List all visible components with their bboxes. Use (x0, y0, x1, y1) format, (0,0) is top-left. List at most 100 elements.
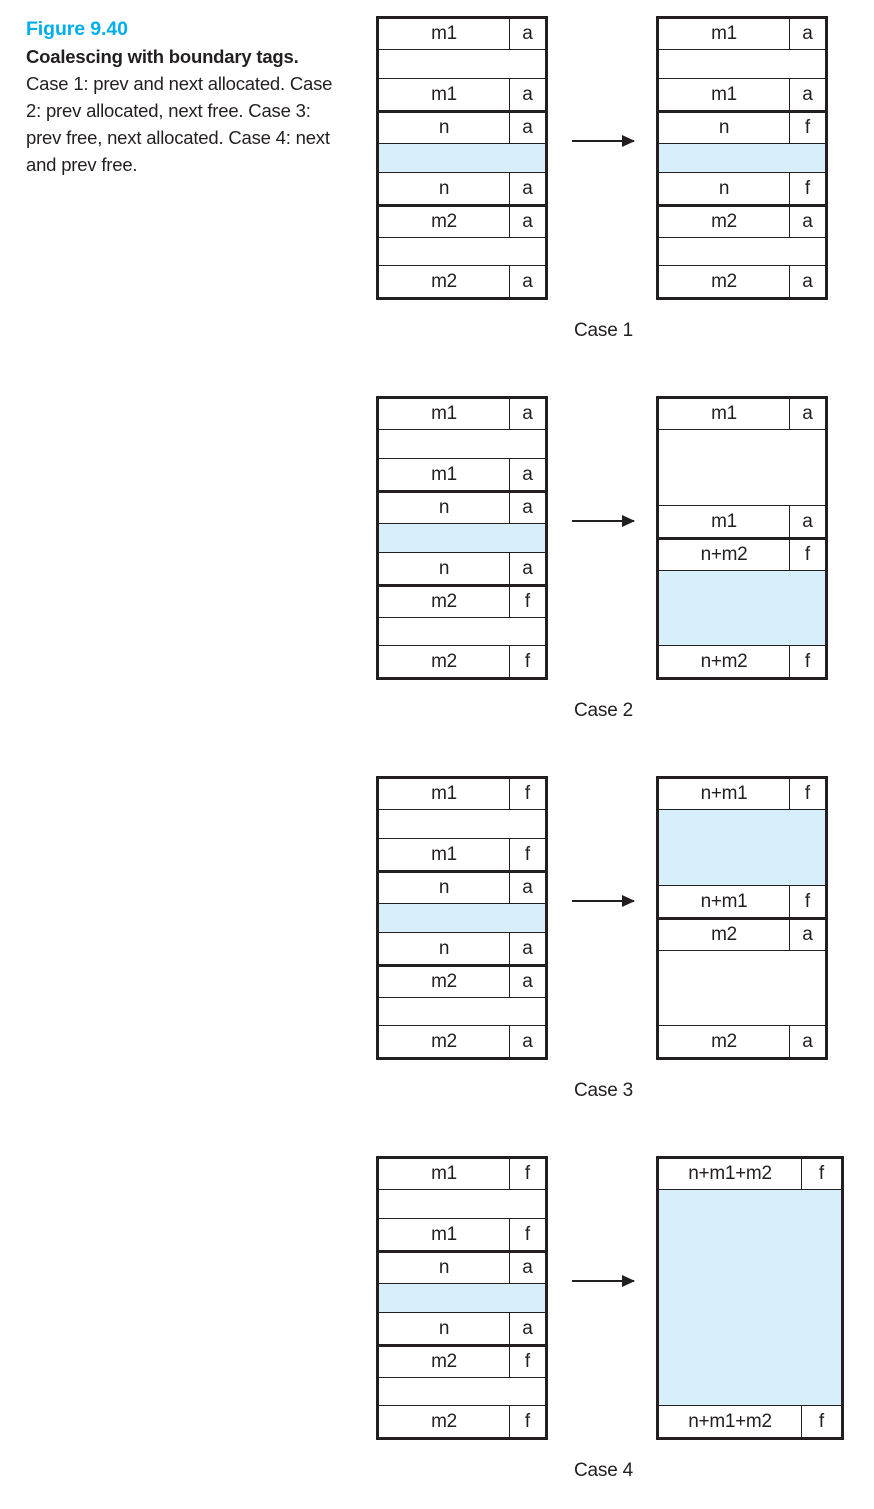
payload-area (659, 50, 825, 78)
allocated-flag-field: a (789, 920, 825, 950)
allocated-flag-field: a (509, 873, 545, 903)
allocated-flag-field: a (789, 399, 825, 429)
allocated-flag-field: a (509, 1026, 545, 1057)
block-size-field: m2 (711, 924, 737, 945)
payload-area (379, 50, 545, 78)
case-label: Case 1 (574, 320, 634, 341)
block-footer-row: m1 f (379, 1219, 545, 1250)
block-size-field: n (718, 117, 730, 138)
block-size-field: m2 (711, 211, 737, 232)
block-size-field: n+m1 (700, 783, 748, 804)
block-payload-row (659, 430, 825, 506)
block-size-field: m2 (431, 971, 457, 992)
block-payload-row (379, 998, 545, 1026)
block-size-field: m2 (431, 1030, 457, 1052)
block-footer-row: m2 a (379, 1026, 545, 1057)
allocated-flag-field: a (789, 207, 825, 237)
allocated-flag-field: f (509, 1347, 545, 1377)
block-header-row: m2 a (379, 967, 545, 998)
block-size-field: m1 (431, 1163, 457, 1184)
block-size-field: n (438, 117, 450, 138)
block-size-field: m1 (431, 843, 457, 865)
block-size-field: m2 (711, 1030, 737, 1052)
memory-chunk: m2 a m2 a (659, 920, 825, 1057)
block-footer-row: m2 a (659, 1026, 825, 1057)
block-header-row: m2 f (379, 1347, 545, 1378)
allocated-flag-field: a (509, 19, 545, 49)
allocated-flag-field: f (509, 1219, 545, 1250)
block-size-field: m2 (431, 211, 457, 232)
block-payload-row (659, 1190, 841, 1406)
payload-area (659, 810, 825, 885)
block-payload-row (659, 951, 825, 1026)
block-size-field: m2 (431, 650, 457, 672)
payload-area (379, 144, 545, 172)
payload-area (379, 524, 545, 552)
allocated-flag-field: f (801, 1159, 841, 1189)
block-payload-row (379, 50, 545, 79)
payload-area (379, 904, 545, 932)
block-header-row: n+m1 f (659, 779, 825, 810)
payload-area (659, 1190, 841, 1405)
allocated-flag-field: a (509, 933, 545, 964)
block-header-row: m2 a (659, 920, 825, 951)
block-size-field: m2 (431, 1351, 457, 1372)
payload-area (379, 618, 545, 645)
block-size-field: m1 (431, 403, 457, 424)
allocated-flag-field: f (509, 779, 545, 809)
block-size-field: m1 (431, 463, 457, 485)
allocated-flag-field: a (509, 113, 545, 143)
payload-area (379, 810, 545, 838)
block-size-field: n (438, 1317, 450, 1339)
block-size-field: m1 (431, 83, 457, 105)
block-payload-row (379, 144, 545, 173)
allocated-flag-field: a (509, 493, 545, 523)
allocated-flag-field: a (509, 967, 545, 997)
allocated-flag-field: a (789, 1026, 825, 1057)
payload-area (379, 1190, 545, 1218)
block-payload-row (659, 238, 825, 266)
case-label: Case 4 (574, 1460, 634, 1481)
allocated-flag-field: f (789, 646, 825, 677)
block-payload-row (659, 571, 825, 646)
block-payload-row (379, 810, 545, 839)
figure-caption: Figure 9.40 Coalescing with boundary tag… (26, 16, 336, 178)
block-size-field: n (718, 177, 730, 199)
block-size-field: m1 (431, 1223, 457, 1245)
block-payload-row (379, 238, 545, 266)
allocated-flag-field: a (509, 1313, 545, 1344)
block-payload-row (659, 810, 825, 886)
payload-area (659, 571, 825, 645)
allocated-flag-field: f (789, 779, 825, 809)
allocated-flag-field: a (509, 1253, 545, 1283)
